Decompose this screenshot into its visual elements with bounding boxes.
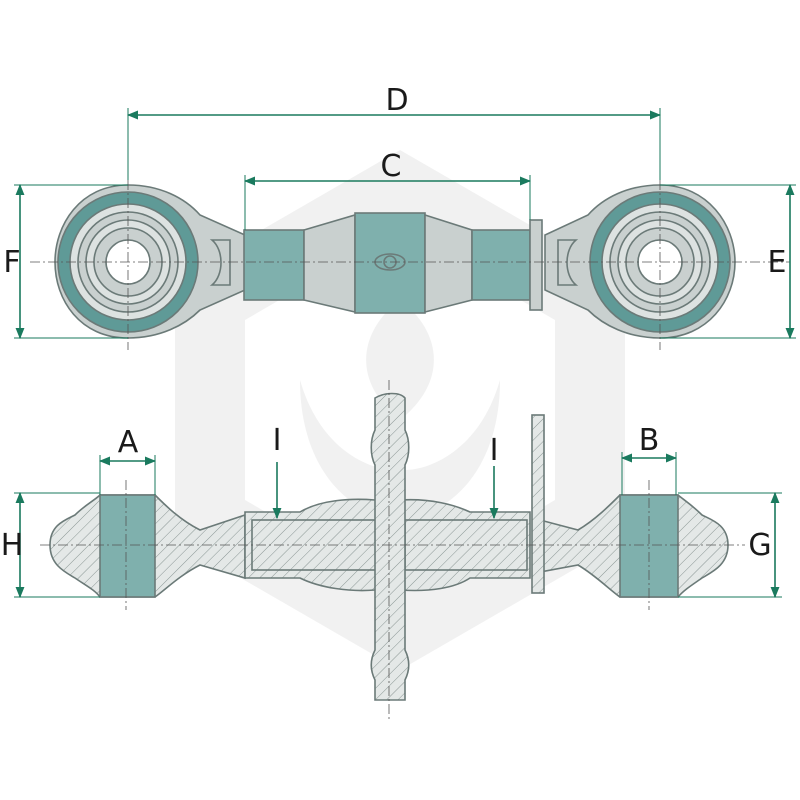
top-view — [30, 180, 790, 350]
dimension-b-label: B — [639, 423, 660, 458]
right-ball-joint — [544, 184, 736, 339]
dimension-e-label: E — [768, 245, 787, 280]
dimension-d-label: D — [385, 83, 408, 118]
dimension-h-label: H — [1, 528, 24, 563]
left-bushing — [99, 494, 156, 598]
dimension-f-label: F — [3, 245, 20, 280]
dimension-c-label: C — [381, 149, 402, 184]
dimension-g-label: G — [748, 528, 771, 563]
dimension-a-label: A — [118, 425, 139, 460]
section-view — [40, 380, 745, 720]
dimension-i-left-label: I — [273, 423, 282, 458]
dimension-i-right-label: I — [490, 433, 499, 468]
dimensions: D C F E A B H G — [1, 83, 796, 599]
locking-plate — [531, 414, 545, 594]
right-bushing — [619, 494, 679, 598]
adjustment-handle — [370, 392, 410, 701]
adjustment-tube — [243, 212, 543, 314]
